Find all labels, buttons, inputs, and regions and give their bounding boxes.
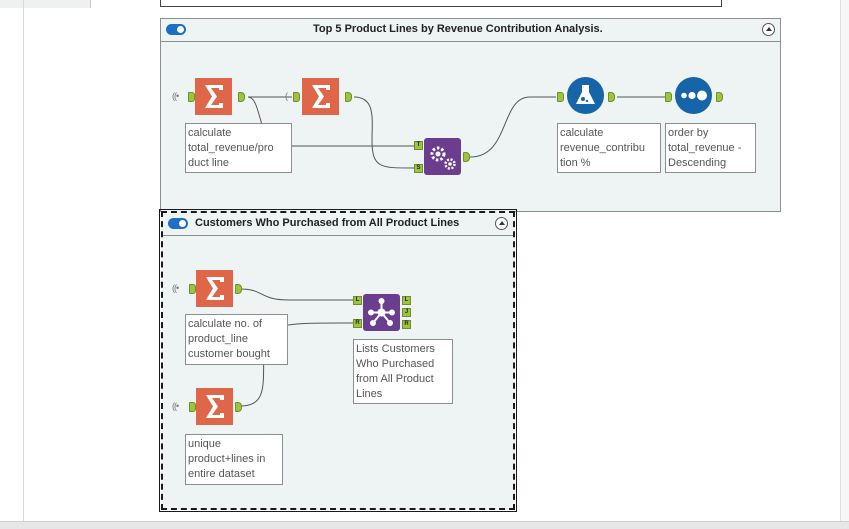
- output-anchor[interactable]: [345, 92, 352, 102]
- output-anchor[interactable]: [463, 152, 470, 162]
- vertical-scrollbar[interactable]: [840, 0, 849, 521]
- sort-tool[interactable]: [675, 77, 712, 114]
- input-anchor[interactable]: [557, 92, 564, 102]
- join-port-t[interactable]: T: [414, 141, 423, 150]
- input-signal-icon: ((•: [172, 91, 179, 101]
- container-enable-toggle[interactable]: [166, 24, 186, 35]
- summarize-tool-3[interactable]: [196, 270, 233, 307]
- summarize-icon: [302, 78, 339, 115]
- input-signal-icon: (: [285, 91, 288, 101]
- tool-annotation: calculate no. of product_line customer b…: [185, 314, 288, 365]
- output-anchor[interactable]: [238, 92, 245, 102]
- join-port-l-out[interactable]: L: [402, 296, 411, 305]
- input-signal-icon: ((•: [172, 283, 179, 293]
- canvas-ruler-line: [23, 0, 24, 521]
- container-header: Customers Who Purchased from All Product…: [163, 213, 513, 236]
- join-tool[interactable]: [363, 294, 400, 331]
- formula-tool[interactable]: [567, 77, 604, 114]
- output-anchor[interactable]: [235, 402, 242, 412]
- tool-annotation: unique product+lines in entire dataset: [185, 434, 283, 485]
- join-port-j-out[interactable]: J: [402, 308, 411, 317]
- summarize-tool-1[interactable]: [195, 78, 232, 115]
- gears-icon: [424, 138, 461, 175]
- tool-annotation: Lists Customers Who Purchased from All P…: [353, 339, 453, 404]
- join-port-s[interactable]: S: [414, 164, 423, 173]
- tool-container-top5[interactable]: Top 5 Product Lines by Revenue Contribut…: [160, 18, 781, 212]
- summarize-icon: [196, 388, 233, 425]
- input-anchor[interactable]: [188, 92, 195, 102]
- input-anchor[interactable]: [665, 92, 672, 102]
- flask-icon: [567, 77, 604, 114]
- container-title: Top 5 Product Lines by Revenue Contribut…: [313, 23, 603, 35]
- summarize-tool-2[interactable]: [302, 78, 339, 115]
- summarize-tool-4[interactable]: [196, 388, 233, 425]
- output-anchor[interactable]: [716, 92, 723, 102]
- canvas-corner: [0, 0, 91, 8]
- tool-annotation: calculate revenue_contribu tion %: [557, 123, 661, 173]
- join-port-l-in[interactable]: L: [353, 296, 362, 305]
- sort-icon: [675, 77, 712, 114]
- container-header: Top 5 Product Lines by Revenue Contribut…: [161, 19, 780, 42]
- container-collapse-button[interactable]: [495, 217, 508, 230]
- output-anchor[interactable]: [235, 284, 242, 294]
- container-title: Customers Who Purchased from All Product…: [195, 217, 460, 229]
- input-anchor[interactable]: [189, 284, 196, 294]
- input-anchor[interactable]: [293, 92, 300, 102]
- join-port-r-out[interactable]: R: [402, 320, 411, 329]
- summarize-icon: [196, 270, 233, 307]
- container-enable-toggle[interactable]: [168, 218, 188, 229]
- previous-container-edge: [160, 0, 722, 7]
- join-port-r-in[interactable]: R: [353, 319, 362, 328]
- summarize-icon: [195, 78, 232, 115]
- output-anchor[interactable]: [608, 92, 615, 102]
- container-collapse-button[interactable]: [762, 23, 775, 36]
- tool-annotation: calculate total_revenue/pro duct line: [185, 123, 292, 173]
- tool-annotation: order by total_revenue - Descending: [665, 123, 756, 173]
- join-multiple-tool[interactable]: [424, 138, 461, 175]
- input-anchor[interactable]: [189, 402, 196, 412]
- join-icon: [363, 294, 400, 331]
- input-signal-icon: ((•: [172, 401, 179, 411]
- horizontal-scrollbar[interactable]: [0, 521, 849, 529]
